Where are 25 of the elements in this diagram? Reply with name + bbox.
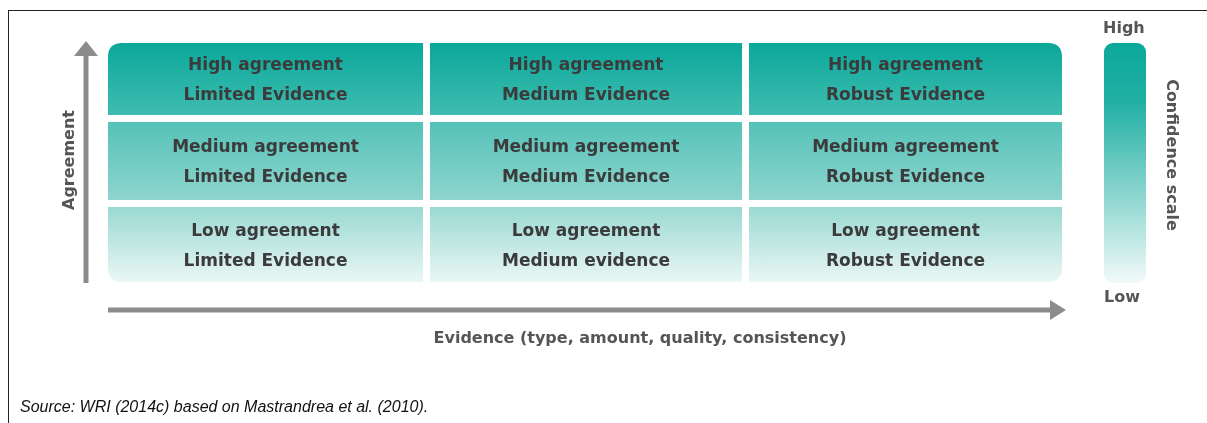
agreement-level-text: Low agreement [511, 218, 661, 242]
confidence-scale-label: Confidence scale [1162, 79, 1182, 231]
evidence-axis-label: Evidence (type, amount, quality, consistency) [433, 327, 847, 347]
agreement-axis-label: Agreement [58, 110, 78, 210]
agreement-level-text: Medium agreement [812, 135, 999, 158]
agreement-level-text: Medium agreement [172, 135, 359, 158]
scale-high-label: High [1103, 18, 1145, 37]
evidence-level-text: Limited Evidence [183, 83, 348, 106]
evidence-level-text: Limited Evidence [183, 248, 348, 272]
evidence-level-text: Medium Evidence [501, 165, 671, 188]
evidence-level-text: Robust Evidence [825, 248, 986, 272]
source-caption: Source: WRI (2014c) based on Mastrandrea et al. (2010). [20, 398, 429, 416]
confidence-scale-bar [1104, 43, 1146, 283]
evidence-level-text: Robust Evidence [825, 165, 986, 188]
evidence-level-text: Robust Evidence [825, 83, 986, 106]
evidence-level-text: Medium evidence [502, 248, 670, 272]
agreement-level-text: High agreement [508, 53, 664, 76]
agreement-level-text: High agreement [828, 53, 983, 76]
evidence-level-text: Limited Evidence [183, 165, 348, 188]
evidence-level-text: Medium Evidence [501, 83, 671, 106]
scale-low-label: Low [1104, 287, 1140, 306]
agreement-level-text: Low agreement [831, 218, 980, 242]
agreement-level-text: High agreement [188, 53, 343, 76]
agreement-level-text: Medium agreement [492, 135, 680, 158]
agreement-level-text: Low agreement [191, 218, 340, 242]
